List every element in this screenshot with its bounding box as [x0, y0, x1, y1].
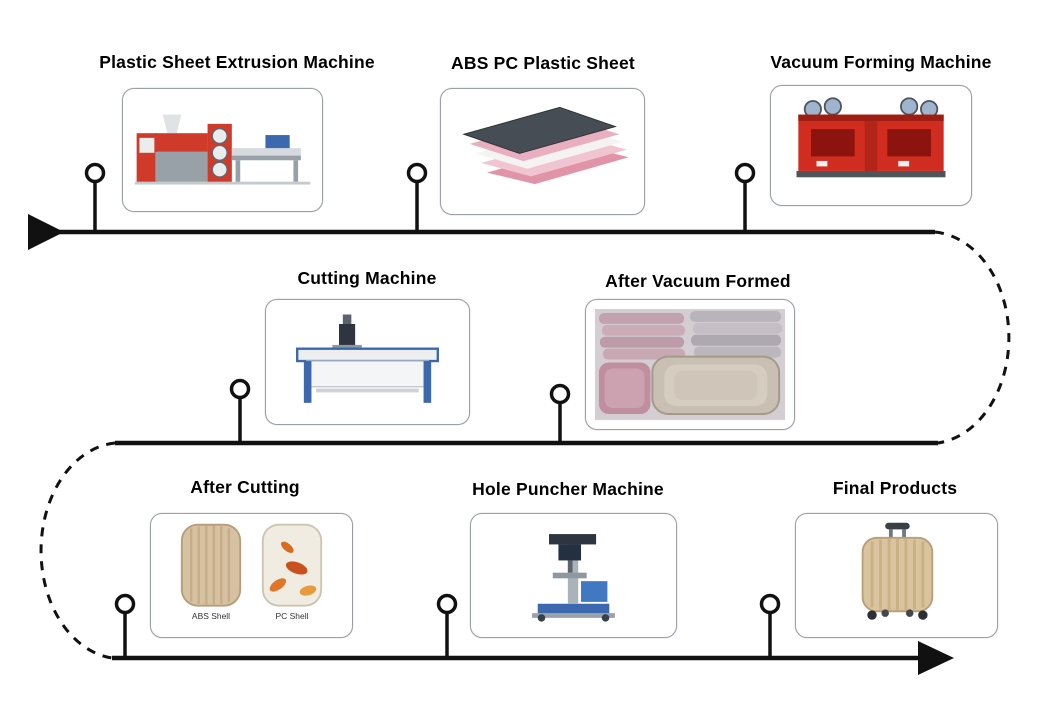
step-title-after-vacuum-formed: After Vacuum Formed	[605, 271, 791, 291]
card-after-cutting: ABS Shell PC Shell	[150, 513, 353, 638]
abs-pc-plastic-sheet-stack-icon	[462, 106, 629, 185]
step-title-plastic-sheet: ABS PC Plastic Sheet	[451, 53, 635, 73]
card-after-vacuum-formed	[585, 299, 795, 430]
step-title-after-cutting: After Cutting	[190, 477, 300, 497]
card-vacuum-forming-machine	[770, 85, 972, 206]
step-title-final-products: Final Products	[832, 478, 958, 498]
pc-shell-label: PC Shell	[276, 611, 309, 621]
vacuum-formed-shells-icon	[594, 309, 786, 420]
abs-shell-label: ABS Shell	[192, 611, 230, 621]
plastic-sheet-extrusion-machine-icon	[134, 114, 311, 185]
flow-end-arrow-icon	[918, 641, 954, 675]
flow-start-arrow-icon	[28, 214, 64, 250]
cut-luggage-shells-icon: ABS Shell PC Shell	[180, 523, 323, 621]
connector-node	[759, 593, 781, 615]
card-cutting-machine	[265, 299, 470, 425]
connector-node	[734, 162, 756, 184]
connector-node	[406, 162, 428, 184]
flow-curve-right	[934, 230, 1011, 445]
card-hole-puncher-machine	[470, 513, 677, 638]
connector-node	[549, 383, 571, 405]
vacuum-forming-machine-icon	[796, 97, 946, 178]
card-abs-pc-plastic-sheet	[440, 88, 645, 215]
step-title-hole-puncher: Hole Puncher Machine	[472, 479, 664, 499]
hole-puncher-machine-icon	[532, 534, 615, 622]
step-title-cutting-machine: Cutting Machine	[297, 268, 437, 288]
connector-node	[436, 593, 458, 615]
connector-node	[229, 378, 251, 400]
card-final-products	[795, 513, 998, 638]
connector-node	[84, 162, 106, 184]
finished-suitcase-icon	[861, 522, 934, 620]
cutting-machine-icon	[296, 314, 439, 403]
flow-curve-left	[39, 441, 116, 660]
card-plastic-sheet-extrusion-machine	[122, 88, 323, 212]
step-title-vacuum-forming: Vacuum Forming Machine	[770, 52, 992, 72]
connector-node	[114, 593, 136, 615]
step-title-extrusion-machine: Plastic Sheet Extrusion Machine	[99, 52, 375, 72]
